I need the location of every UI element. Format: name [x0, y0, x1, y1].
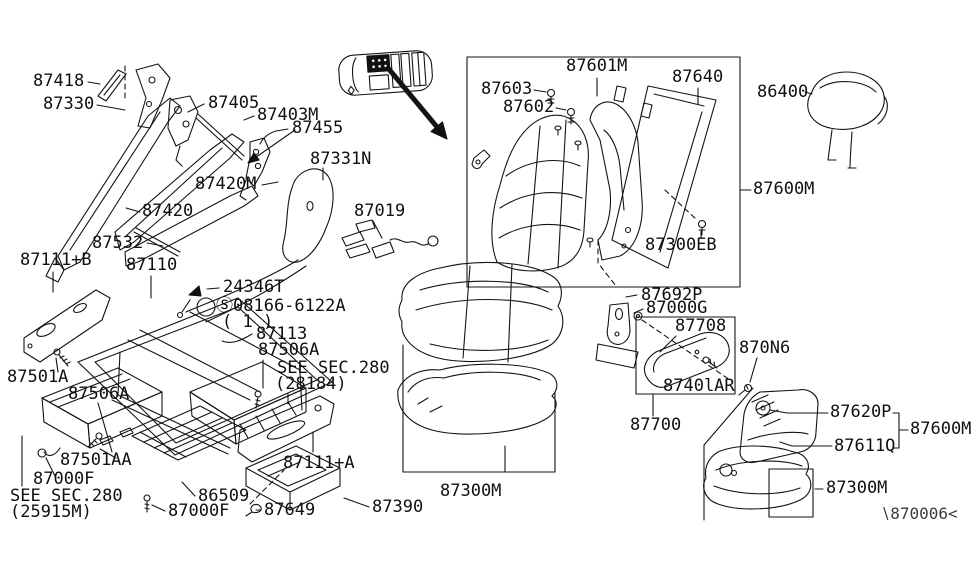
vehicle-inset-icon	[338, 50, 434, 96]
seatback-assembly-box	[467, 57, 740, 287]
part-label-87300M-center: 87300M	[440, 481, 502, 501]
ecu-box-right	[190, 362, 306, 444]
screw-icon	[144, 495, 150, 512]
seat-slide-rails	[46, 64, 333, 322]
part-label-87649: 87649	[264, 500, 316, 520]
part-label-87000F-left: 87000F	[33, 469, 95, 489]
grommet-icon	[38, 449, 46, 457]
part-label-87300EB: 87300EB	[645, 235, 717, 255]
see-section-code-right: (28184)	[275, 374, 347, 394]
part-label-87111A: 87111+A	[283, 453, 355, 473]
bolt-icon	[555, 126, 561, 135]
see-section-code-left: (25915M)	[10, 502, 92, 522]
part-label-87113: 87113	[256, 324, 308, 344]
part-label-24346T: 24346T	[223, 277, 285, 297]
part-label-87611Q: 87611Q	[834, 436, 896, 456]
circled-s-icon	[197, 298, 215, 316]
part-label-87708: 87708	[675, 316, 727, 336]
screw-icon	[88, 433, 102, 447]
part-label-87532: 87532	[92, 233, 144, 253]
screw-icon	[739, 385, 752, 396]
bolt-icon	[178, 286, 202, 318]
corrugated-panel-86509	[132, 406, 246, 512]
part-label-87330: 87330	[43, 94, 95, 114]
part-label-87600M-bottom: 87600M	[910, 419, 972, 439]
part-label-87403M: 87403M	[257, 105, 319, 125]
part-label-86400: 86400	[757, 82, 809, 102]
part-label-87000F-bottom: 87000F	[168, 501, 230, 521]
bolt-icon	[587, 238, 593, 247]
headrest	[808, 72, 888, 168]
part-label-87420M: 87420M	[195, 174, 257, 194]
diagram-code: ∖870006<	[880, 504, 958, 523]
armrest-assembly	[596, 240, 752, 395]
tray-87390	[246, 446, 340, 510]
part-label-87455: 87455	[292, 118, 344, 138]
wiring-harness	[342, 220, 438, 258]
part-label-87692P: 87692P	[641, 285, 703, 305]
part-label-08166-6122A: Ⓢ08166-6122A	[216, 296, 346, 316]
leader-lines	[22, 78, 908, 511]
part-label-87019: 87019	[354, 201, 406, 221]
part-label-87405: 87405	[208, 93, 260, 113]
part-label-87331N: 87331N	[310, 149, 372, 169]
seat-frame-and-mounts	[24, 286, 340, 516]
part-label-86509: 86509	[198, 486, 250, 506]
screw-icon	[568, 109, 575, 125]
screw-icon	[703, 357, 717, 368]
part-label-87110: 87110	[126, 255, 178, 275]
part-label-870N6: 870N6	[739, 338, 791, 358]
screw-icon	[255, 391, 261, 408]
part-label-87640: 87640	[672, 67, 724, 87]
part-label-87602: 87602	[503, 97, 555, 117]
inset-pointer-arrow-icon	[388, 68, 447, 139]
part-label-87000G: 87000G	[646, 298, 708, 318]
rh-seat-variant	[704, 388, 818, 520]
screw-icon	[54, 349, 70, 366]
part-label-87501A: 87501A	[7, 367, 69, 387]
part-label-87620P: 87620P	[830, 402, 892, 422]
part-label-87700: 87700	[630, 415, 682, 435]
see-section-note-right: SEE SEC.280	[277, 358, 390, 378]
part-label-87600M-top: 87600M	[753, 179, 815, 199]
quantity-note: ( 1 )	[222, 312, 274, 332]
part-label-87501AA: 87501AA	[60, 450, 132, 470]
part-label-87111B: 87111+B	[20, 250, 92, 270]
part-label-87603: 87603	[481, 79, 533, 99]
cushion-assembly	[398, 262, 563, 472]
part-label-87390: 87390	[372, 497, 424, 517]
part-label-8740lAR: 8740lAR	[663, 376, 735, 396]
see-section-note-left: SEE SEC.280	[10, 486, 123, 506]
part-label-87420: 87420	[142, 201, 194, 221]
part-label-87300M-bottom: 87300M	[826, 478, 888, 498]
bolt-icon	[575, 141, 581, 150]
grommet-icon	[634, 312, 642, 320]
clip-icon	[246, 504, 261, 516]
ecu-box-left	[38, 368, 162, 457]
screw-icon	[699, 221, 706, 236]
part-label-87506A-right: 87506A	[258, 340, 320, 360]
part-label-87418: 87418	[33, 71, 85, 91]
part-label-87601M: 87601M	[566, 56, 628, 76]
screw-icon	[548, 90, 555, 106]
part-label-87506A-left: 87506A	[68, 384, 130, 404]
